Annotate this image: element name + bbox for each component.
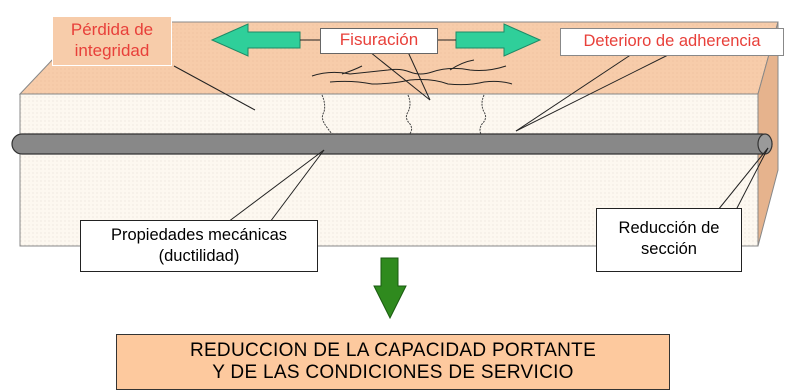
front-cracks bbox=[321, 94, 487, 137]
result-box: REDUCCION DE LA CAPACIDAD PORTANTE Y DE … bbox=[116, 334, 670, 390]
arrow-down-icon bbox=[373, 257, 407, 320]
rebar bbox=[11, 133, 773, 155]
label-propiedades-mecanicas: Propiedades mecánicas (ductilidad) bbox=[80, 220, 318, 272]
callout-pointers bbox=[173, 51, 769, 223]
label-perdida-integridad: Pérdida de integridad bbox=[52, 16, 172, 66]
label-deterioro-adherencia: Deterioro de adherencia bbox=[560, 28, 784, 56]
label-reduccion-seccion: Reducción de sección bbox=[596, 208, 742, 272]
label-fisuracion: Fisuración bbox=[320, 28, 438, 54]
result-text: REDUCCION DE LA CAPACIDAD PORTANTE Y DE … bbox=[189, 340, 597, 383]
surface-cracks bbox=[311, 59, 513, 86]
